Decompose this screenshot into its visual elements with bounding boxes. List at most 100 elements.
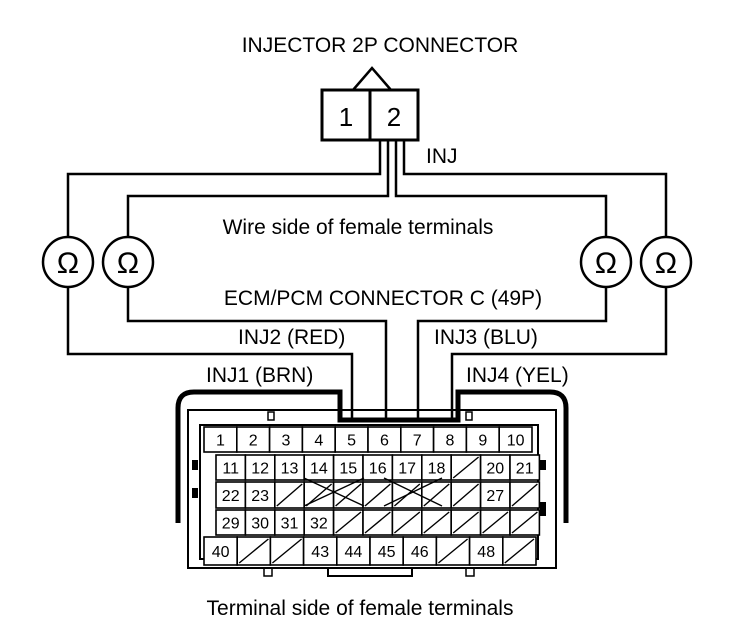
blank-pin-slash [511,511,538,534]
pin-cell [302,536,338,566]
pin-cell [332,454,364,481]
inj3-label: INJ3 (BLU) [434,326,538,349]
ohmmeter-1 [41,235,95,289]
pin-cell [215,509,247,536]
inj1-label: INJ1 (BRN) [206,364,313,387]
blank-pin-slash [276,483,303,507]
wire-inj3 [394,140,608,236]
blank-pin-slash [364,511,391,534]
pin-number: 6 [380,433,389,450]
pin-cell [301,426,336,453]
injector-connector-title: INJECTOR 2P CONNECTOR [242,34,519,57]
pin-number: 11 [222,461,239,478]
pin-number: 27 [486,488,504,505]
connector-latches [192,460,546,516]
inj4-label: INJ4 (YEL) [466,364,569,387]
pin-cell [215,454,247,481]
blank-pin-slash [238,538,269,564]
blank-pin-slash [423,511,450,534]
pin-number: 46 [411,544,429,561]
pin-number: 16 [369,461,387,478]
ohmmeter-3 [579,235,633,289]
pin-cell [479,454,511,481]
pin-cell [273,454,305,481]
wire-inj1-lower [66,288,354,420]
pin-number: 14 [310,461,328,478]
blank-pin-slash [271,538,303,564]
pin-cell [479,481,511,509]
pin-number: 45 [378,544,396,561]
blank-pin-slash [335,483,362,507]
blank-pin-slash [452,483,480,507]
injector-pin-1: 1 [339,102,353,132]
pin-cell [303,454,335,481]
pin-cell [509,454,541,481]
wire-inj1 [66,140,382,236]
blank-pin-slash [504,538,535,564]
pin-number: 3 [282,433,291,450]
pin-number: 29 [222,516,240,533]
pin-number: 15 [339,461,357,478]
inj-label: INJ [426,145,458,168]
blank-pin-slash [482,511,509,534]
wire-inj4 [402,140,668,236]
pin-number: 9 [478,433,487,450]
pin-number: 31 [281,516,299,533]
pin-number: 12 [251,461,269,478]
blank-pin-slash [437,538,469,564]
terminal-side-label: Terminal side of female terminals [207,597,514,620]
blank-pin-slash [452,511,480,534]
wire-inj2-lower [126,288,388,420]
ohm-icon: Ω [595,247,617,280]
ecm-connector-label: ECM/PCM CONNECTOR C (49P) [224,287,542,310]
blank-pin-slash [335,511,362,534]
pin-number: 13 [281,461,299,478]
pin-number: 17 [398,461,416,478]
pin-cell [391,454,423,481]
blank-pin-slash [364,483,391,507]
pin-number: 43 [311,544,329,561]
wire-inj2 [126,140,390,236]
wire-side-label: Wire side of female terminals [223,216,494,239]
pin-number: 10 [507,433,525,450]
pin-cell [468,536,504,566]
pin-cell [399,426,435,453]
ohmmeter-4 [639,235,693,289]
blank-pin-slash [393,511,421,534]
pin-cell [432,426,468,453]
blank-pin-slash [423,483,450,507]
pin-number: 48 [477,544,495,561]
ohmmeters [41,235,693,289]
pin-cell [215,481,247,509]
pin-number: 32 [310,516,328,533]
wires [66,140,668,420]
wire-inj3-lower [416,288,608,420]
pin-cell [498,426,533,453]
ohmmeter-2 [101,235,155,289]
pin-cell [236,426,271,453]
pin-number: 20 [486,461,504,478]
pin-number: 7 [413,433,422,450]
pin-number: 2 [249,433,258,450]
pin-number: 40 [212,544,230,561]
pin-cell [334,426,369,453]
ohm-icon: Ω [655,247,677,280]
pin-cell [268,426,304,453]
blank-pin-slash [511,483,538,507]
pin-number: 18 [428,461,446,478]
pin-number: 4 [314,433,323,450]
pin-number: 1 [216,433,225,450]
wire-inj4-lower [450,288,668,420]
injector-pin-2: 2 [387,102,401,132]
pin-cell [367,426,402,453]
ohm-icon: Ω [57,247,79,280]
injector-connector [320,66,420,142]
pin-number: 44 [345,544,363,561]
pin-number: 30 [251,516,269,533]
blank-pin-slash [452,456,480,479]
inj2-label: INJ2 (RED) [238,326,345,349]
ohm-icon: Ω [117,247,139,280]
pin-cell [335,536,371,566]
